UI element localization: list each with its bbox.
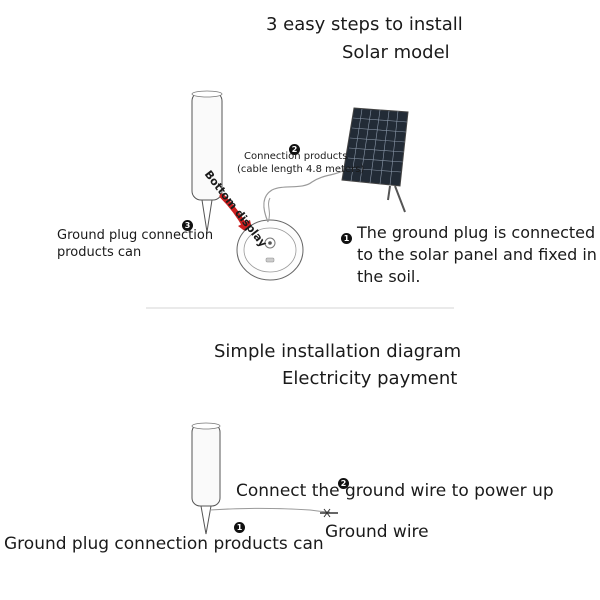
s2-step1-label: Ground plug connection products can	[4, 534, 324, 554]
step1-badge: 1	[341, 228, 352, 247]
step2-badge: 2	[289, 139, 300, 158]
ground-wire-connector	[320, 508, 338, 518]
section2-title-line2: Electricity payment	[282, 368, 458, 389]
step3-number: 3	[182, 220, 193, 231]
ground-stake-lamp	[191, 90, 223, 233]
s2-step2-number: 2	[338, 478, 349, 489]
s2-step1-badge: 1	[234, 517, 245, 536]
solar-panel	[341, 107, 409, 213]
s2-step2-badge: 2	[338, 473, 349, 492]
section1-title-line2: Solar model	[342, 42, 450, 63]
step1-number: 1	[341, 233, 352, 244]
section1-title-line1: 3 easy steps to install	[266, 14, 463, 35]
step2-number: 2	[289, 144, 300, 155]
step1-label-line2: to the solar panel and fixed in	[357, 245, 597, 264]
step3-badge: 3	[182, 215, 193, 234]
step3-label-line1: Ground plug connection	[57, 228, 214, 243]
connection-cable	[263, 169, 346, 223]
step3-label-line2: products can	[57, 245, 142, 260]
section2-title-line1: Simple installation diagram	[214, 341, 462, 362]
s2-step1-number: 1	[234, 522, 245, 533]
step2-label-line2: (cable length 4.8 meters)	[237, 164, 365, 175]
ground-wire-label: Ground wire	[325, 522, 429, 542]
step1-label-line1: The ground plug is connected	[357, 223, 596, 242]
s2-step2-label: Connect the ground wire to power up	[236, 481, 554, 501]
ground-wire-line	[209, 508, 331, 513]
step1-label-line3: the soil.	[357, 267, 421, 286]
ground-stake-lamp-2	[191, 422, 221, 535]
step2-label-line1: Connection products	[244, 151, 348, 162]
bottom-display-disc	[236, 219, 304, 281]
